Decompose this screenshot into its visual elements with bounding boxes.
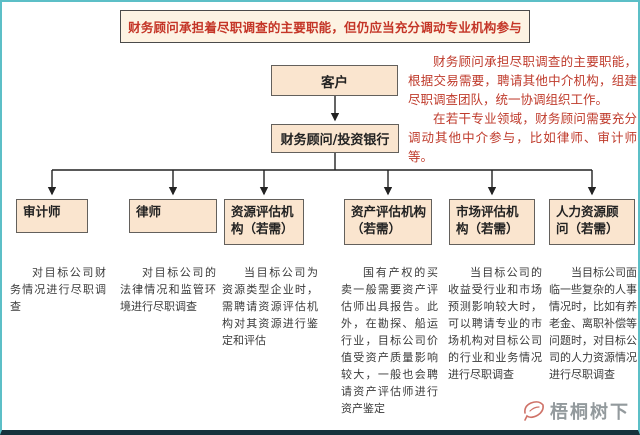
title-box: 财务顾问承担着尽职调查的主要职能，但仍应当充分调动专业机构参与	[120, 10, 530, 43]
advisor-label: 财务顾问/投资银行	[280, 133, 390, 148]
branch-desc: 当目标公司的收益受行业和市场预测影响较大时，可以聘请专业的市场机构对目标公司的行…	[448, 266, 542, 381]
branch-label: 律师	[136, 204, 162, 219]
watermark-text: 梧桐树下	[550, 402, 630, 423]
branch-label: 资源评估机构（若需）	[231, 204, 294, 236]
leaf-icon	[524, 401, 544, 421]
branch-label: 审计师	[23, 204, 61, 219]
branch-label: 市场评估机构（若需）	[456, 204, 519, 236]
branch-desc: 当目标公司面临一些复杂的人事情况时，比如有养老金、离职补偿等问题时，对目标公司的…	[549, 266, 637, 381]
branch-box: 市场评估机构（若需）	[449, 199, 535, 245]
note-block: 财务顾问承担尽职调查的主要职能，根据交易需要，聘请其他中介机构，组建尽职调查团队…	[408, 52, 637, 166]
branch-desc: 当目标公司为资源类型企业时，需聘请资源评估机构对其资源进行鉴定和评估	[222, 266, 318, 347]
branch-box: 律师	[129, 199, 217, 233]
title-text: 财务顾问承担着尽职调查的主要职能，但仍应当充分调动专业机构参与	[128, 20, 522, 35]
note-paragraph-2: 在若干专业领域，财务顾问需要充分调动其他中介参与，比如律师、审计师等。	[408, 111, 637, 164]
branch-box: 人力资源顾问（若需）	[549, 199, 635, 245]
client-label: 客户	[321, 74, 348, 91]
client-box: 客户	[271, 65, 398, 96]
advisor-box: 财务顾问/投资银行	[271, 124, 399, 153]
branch-desc: 国有产权的买卖一般需要资产评估师出具报告。此外，在勘探、船运行业，目标公司价值受…	[341, 266, 438, 415]
watermark: 梧桐树下	[522, 398, 630, 424]
branch-label: 人力资源顾问（若需）	[556, 204, 619, 236]
branch-box: 资产评估机构（若需）	[344, 199, 432, 245]
branch-desc: 对目标公司财务情况进行尽职调查	[10, 266, 106, 313]
branch-box: 资源评估机构（若需）	[224, 199, 304, 245]
branch-desc: 对目标公司的法律情况和监管环境进行尽职调查	[120, 266, 216, 313]
note-paragraph-1: 财务顾问承担尽职调查的主要职能，根据交易需要，聘请其他中介机构，组建尽职调查团队…	[408, 54, 637, 107]
branch-box: 审计师	[16, 199, 88, 233]
branch-label: 资产评估机构（若需）	[351, 204, 427, 236]
